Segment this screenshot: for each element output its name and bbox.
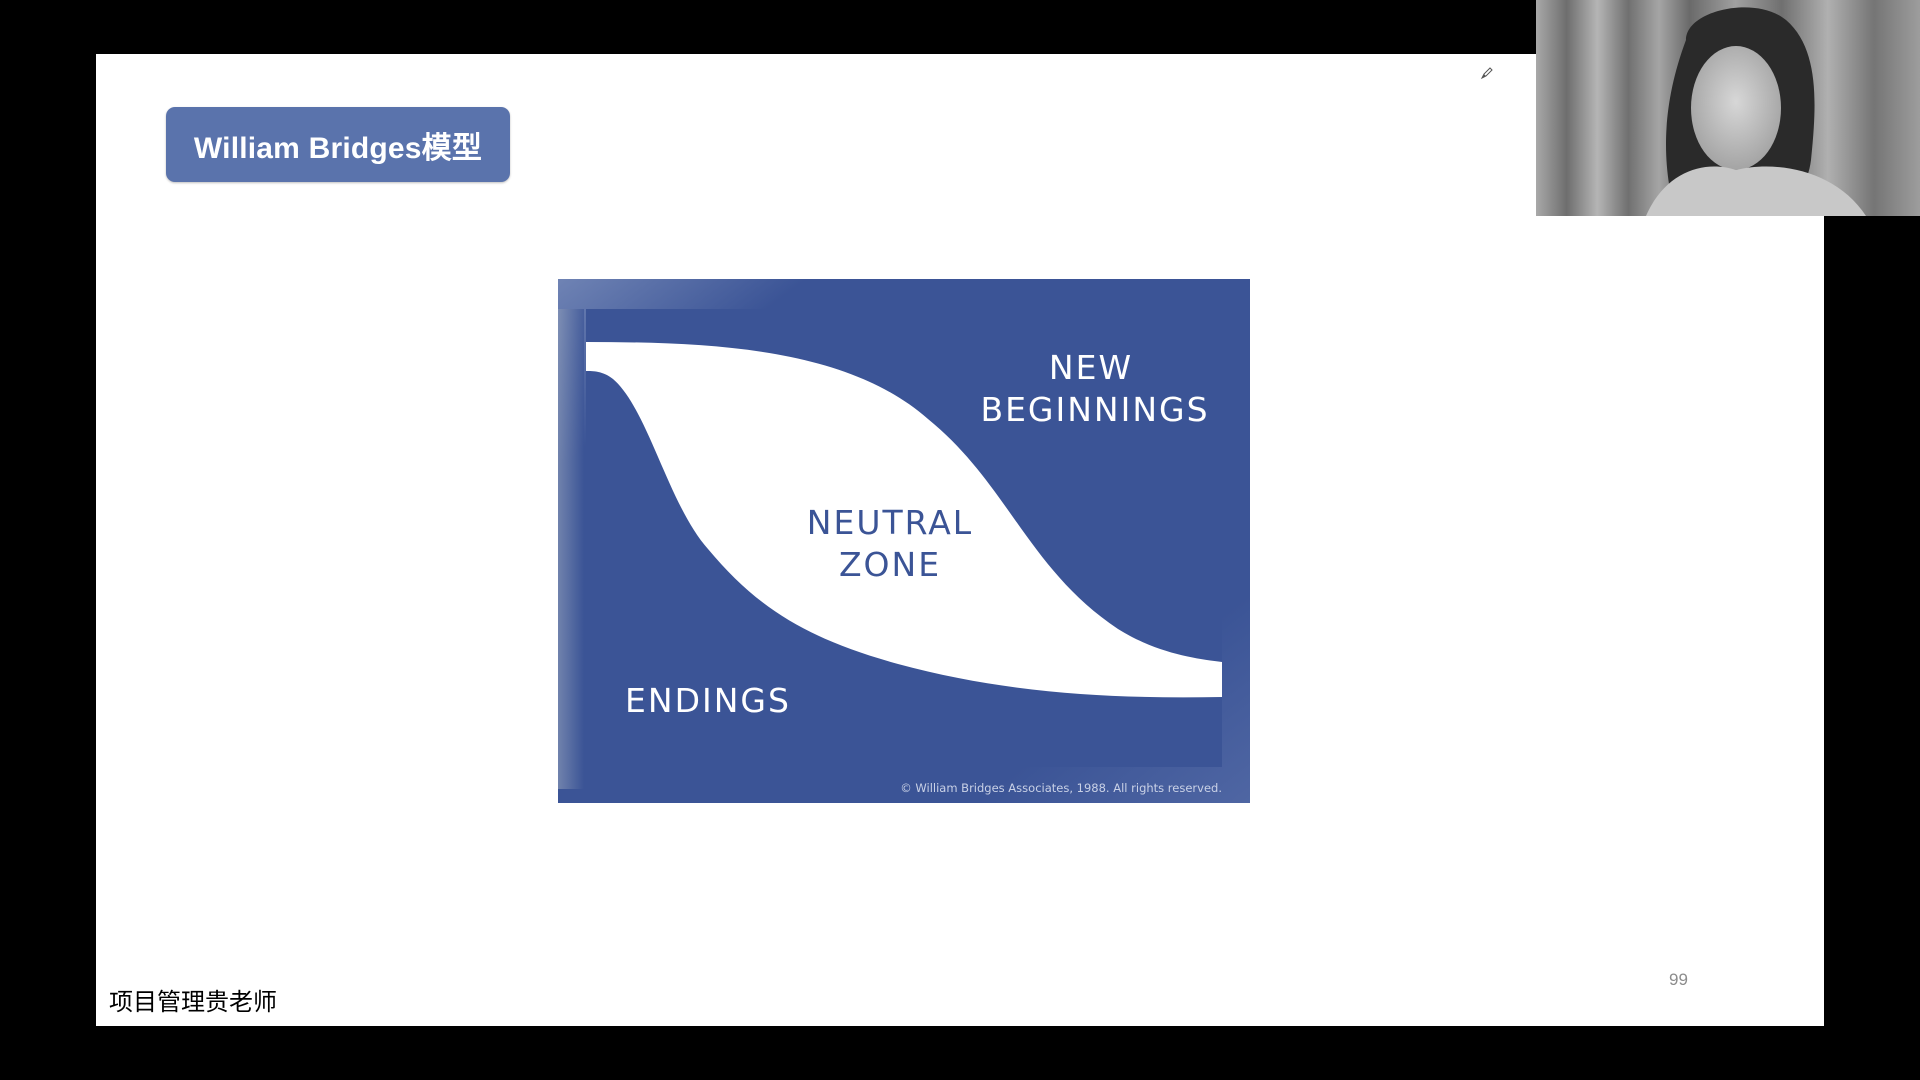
copyright-text: © William Bridges Associates, 1988. All … <box>900 781 1222 795</box>
presenter-webcam-feed <box>1536 0 1920 216</box>
presentation-slide: William Bridges模型 <box>96 54 1824 1026</box>
label-endings: ENDINGS <box>625 681 791 720</box>
label-zone: ZONE <box>839 545 941 584</box>
slide-title-box: William Bridges模型 <box>166 107 510 182</box>
pen-icon[interactable] <box>1480 66 1494 80</box>
bridges-transition-diagram: NEW BEGINNINGS NEUTRAL ZONE ENDINGS © Wi… <box>558 279 1250 803</box>
webcam-face <box>1691 46 1781 170</box>
diagram-frame-left-edge <box>558 309 584 789</box>
webcam-shoulders <box>1646 166 1866 216</box>
slide-title: William Bridges模型 <box>193 131 483 165</box>
label-neutral: NEUTRAL <box>807 503 973 542</box>
page-number: 99 <box>1669 970 1688 989</box>
label-new: NEW <box>1049 348 1133 387</box>
footer-presenter-name: 项目管理贵老师 <box>109 988 277 1016</box>
label-beginnings: BEGINNINGS <box>980 390 1209 429</box>
neutral-zone-band <box>586 342 1222 698</box>
